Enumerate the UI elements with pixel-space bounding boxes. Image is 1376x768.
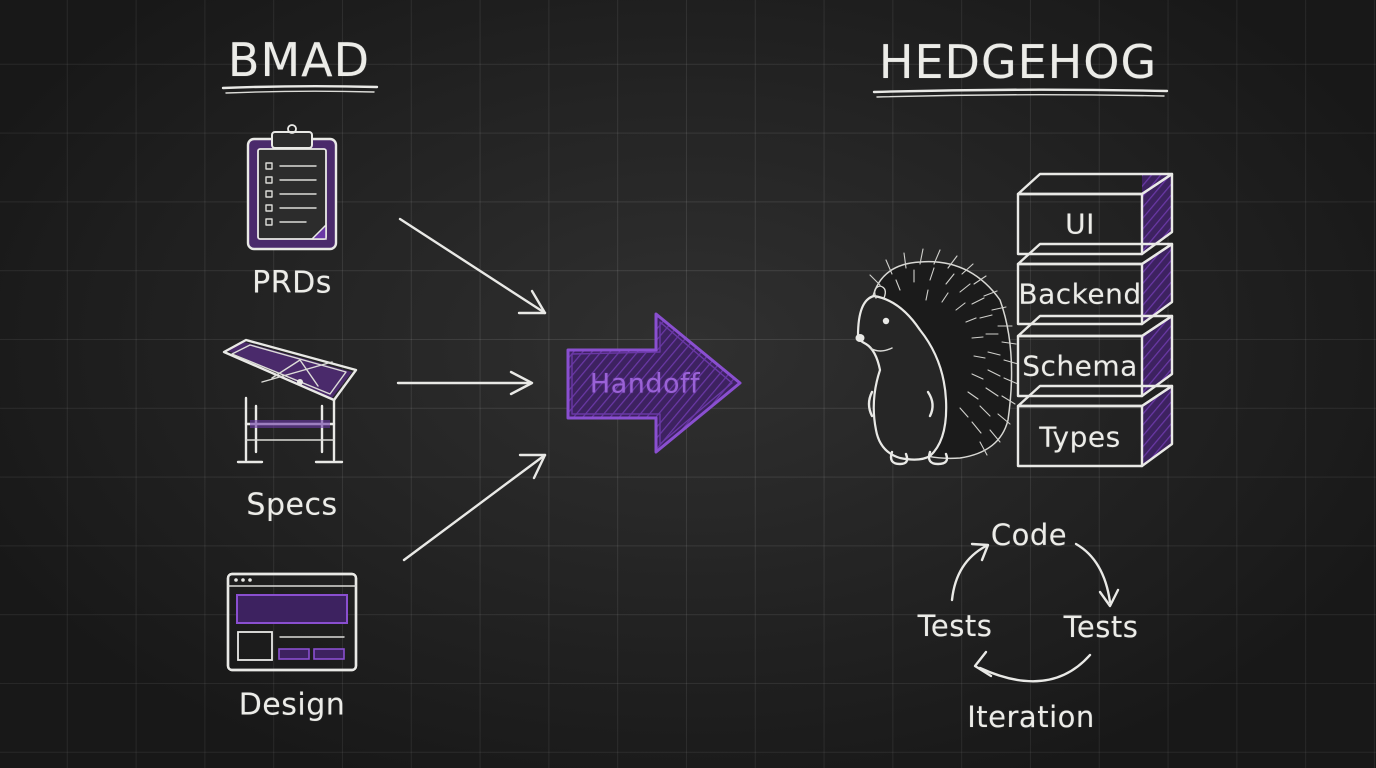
layer-label-schema: Schema xyxy=(1022,349,1138,383)
hedgehog-title: HEDGEHOG xyxy=(878,35,1158,89)
handoff-arrow-icon xyxy=(566,312,742,454)
cycle-arrow-tests-to-code xyxy=(950,542,990,602)
wireframe-window-icon xyxy=(226,572,358,672)
arrow-specs-to-handoff xyxy=(396,370,534,396)
layer-label-types: Types xyxy=(1039,420,1121,454)
cycle-arrow-code-to-tests xyxy=(1074,542,1120,608)
hedgehog-icon xyxy=(855,248,1019,466)
design-label: Design xyxy=(238,687,346,723)
layer-box-ui xyxy=(1016,172,1174,256)
layer-label-backend: Backend xyxy=(1018,277,1142,311)
bmad-title: BMAD xyxy=(227,33,371,87)
cycle-tests-right-label: Tests xyxy=(1063,610,1139,644)
drafting-table-icon xyxy=(222,338,358,464)
cycle-arrow-tests-to-iteration xyxy=(973,650,1092,683)
prds-label: PRDs xyxy=(252,265,332,301)
cycle-iteration-label: Iteration xyxy=(967,700,1095,734)
layer-box-backend xyxy=(1016,242,1174,326)
layer-label-ui: UI xyxy=(1065,207,1095,241)
hedgehog-title-underline xyxy=(872,88,1169,98)
cycle-tests-left-label: Tests xyxy=(917,609,993,643)
specs-label: Specs xyxy=(246,487,338,523)
layer-box-types xyxy=(1016,384,1174,468)
cycle-code-label: Code xyxy=(990,518,1068,552)
arrow-prds-to-handoff xyxy=(398,217,547,315)
handoff-label: Handoff xyxy=(589,368,701,400)
clipboard-icon xyxy=(246,124,338,251)
arrow-design-to-handoff xyxy=(402,453,547,562)
bmad-title-underline xyxy=(221,85,379,94)
